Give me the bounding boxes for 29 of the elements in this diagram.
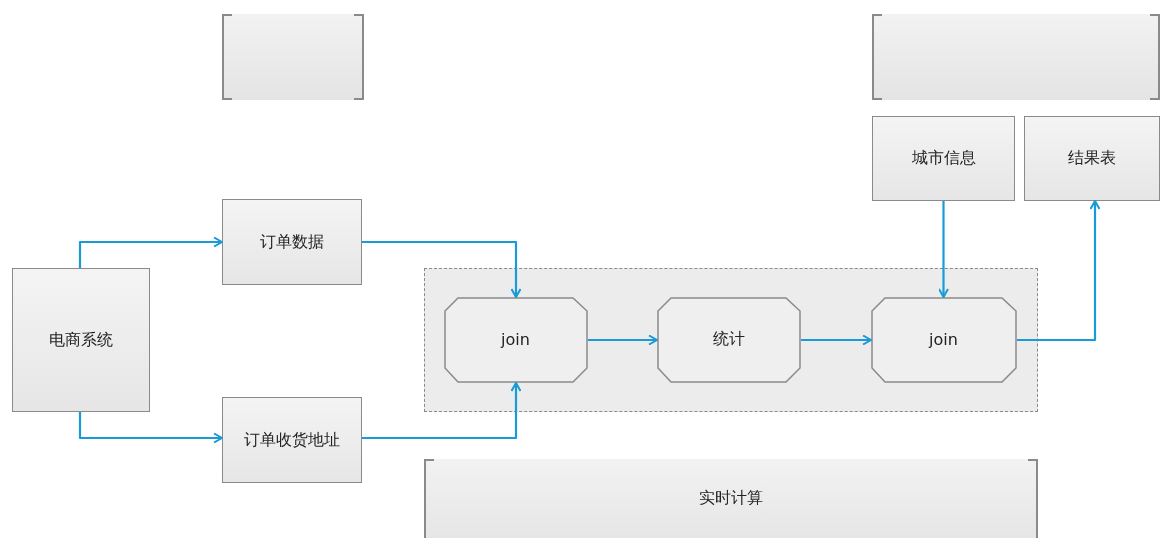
process-box <box>1024 116 1160 201</box>
octagon-box <box>870 296 1017 383</box>
arrow <box>938 201 949 298</box>
process-box <box>12 268 150 412</box>
node-label: 订单数据 <box>260 231 324 253</box>
process-box <box>872 116 1015 201</box>
arrow <box>78 412 223 444</box>
arrow <box>78 236 223 268</box>
node-label: 结果表 <box>1068 148 1116 169</box>
arrow <box>362 240 522 298</box>
node-label: 订单收货地址 <box>244 429 340 451</box>
process-box <box>222 199 362 285</box>
box <box>424 459 1038 538</box>
process-box <box>222 397 362 483</box>
node-label: join <box>929 330 958 349</box>
box <box>872 14 1160 100</box>
node-label: 统计 <box>712 329 745 350</box>
box <box>222 14 364 100</box>
arrow <box>362 382 522 440</box>
octagon-box <box>656 296 801 383</box>
node-label: join <box>501 330 530 349</box>
node-label: 电商系统 <box>49 329 113 351</box>
arrow <box>588 334 658 346</box>
arrow <box>801 334 872 346</box>
group-container <box>424 268 1038 412</box>
node-label: 实时计算 <box>699 488 763 509</box>
octagon-box <box>443 296 588 383</box>
node-label: 城市信息 <box>911 148 976 169</box>
arrow <box>1017 200 1101 342</box>
